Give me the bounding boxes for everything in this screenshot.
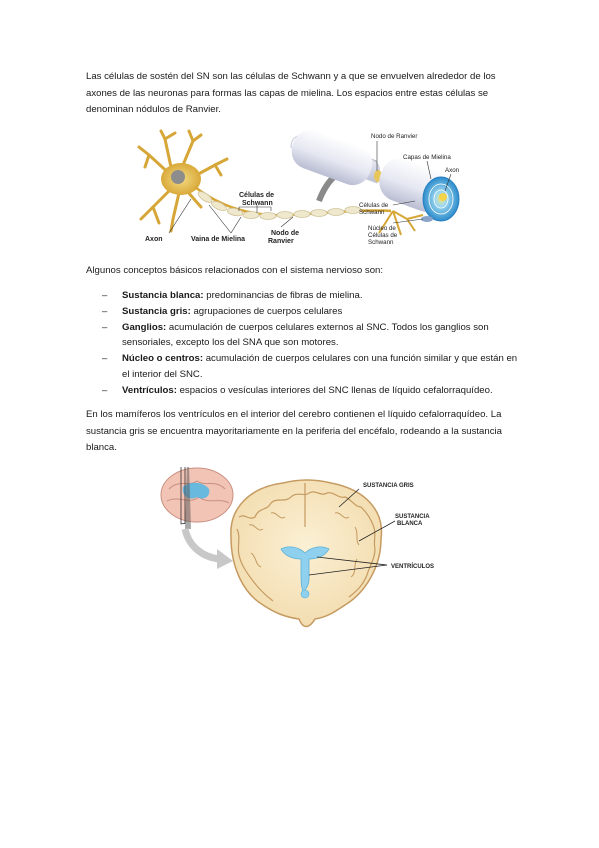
neuron-figure: Nodo de Ranvier Capas de Mielina Axon Cé… bbox=[131, 127, 468, 252]
label-sustancia-blanca-2: BLANCA bbox=[397, 521, 423, 527]
label-nucleo-2: Células de bbox=[368, 232, 398, 239]
nucleus bbox=[171, 170, 185, 184]
concept-definition: predominancias de fibras de mielina. bbox=[203, 290, 363, 301]
list-dash: – bbox=[102, 321, 108, 333]
myelinated-axon bbox=[194, 186, 424, 236]
label-sustancia-gris: SUSTANCIA GRIS bbox=[363, 483, 414, 489]
concept-term: Sustancia blanca: bbox=[122, 290, 204, 301]
concept-definition: acumulación de cuerpos celulares con una… bbox=[122, 353, 518, 380]
label-sustancia-blanca-1: SUSTANCIA bbox=[395, 514, 430, 520]
concept-term: Sustancia gris: bbox=[122, 305, 191, 317]
list-item: – Ganglios: acumulación de cuerpos celula… bbox=[86, 320, 526, 352]
small-brain-icon bbox=[160, 462, 234, 529]
label-nodo-ranvier-top: Nodo de Ranvier bbox=[371, 133, 417, 140]
zoom-arrow bbox=[181, 528, 220, 563]
list-item: – Núcleo o centros: acumulación de cuerpo… bbox=[86, 351, 526, 383]
label-celulas-schwann-1: Células de bbox=[239, 192, 274, 199]
list-dash: – bbox=[102, 384, 108, 396]
list-item: – Sustancia gris: agrupaciones de cuerpos… bbox=[86, 304, 526, 320]
concept-definition: acumulación de cuerpos celulares externo… bbox=[122, 321, 489, 349]
concept-term: Ventrículos: bbox=[122, 384, 177, 396]
label-nucleo-1: Núcleo de bbox=[368, 225, 396, 232]
concepts-list: – Sustancia blanca: predominancias de fib… bbox=[86, 288, 526, 399]
brain-figure: SUSTANCIA GRIS SUSTANCIA BLANCA VENTRÍCU… bbox=[159, 462, 437, 635]
axon-core bbox=[439, 193, 447, 201]
paragraph-intro-concepts: Algunos conceptos básicos relacionados c… bbox=[86, 265, 384, 276]
neuron-diagram: Nodo de Ranvier Capas de Mielina Axon Cé… bbox=[131, 127, 468, 252]
arrow-head bbox=[217, 549, 233, 569]
label-celulas-schwann-right-1: Células de bbox=[359, 202, 389, 209]
label-capas-mielina: Capas de Mielina bbox=[403, 154, 451, 161]
label-nodo-bottom-1: Nodo de bbox=[271, 230, 299, 237]
concept-term: Núcleo o centros: bbox=[122, 353, 204, 365]
label-vaina-mielina: Vaina de Mielina bbox=[191, 236, 245, 243]
list-dash: – bbox=[102, 305, 108, 317]
list-dash: – bbox=[102, 290, 108, 301]
dendrites bbox=[137, 129, 229, 233]
sheath-closeup bbox=[290, 129, 460, 222]
list-item: – Ventrículos: espacios o vesículas inter… bbox=[86, 383, 526, 399]
list-item: – Sustancia blanca: predominancias de fib… bbox=[86, 288, 526, 304]
concept-definition: agrupaciones de cuerpos celulares bbox=[190, 305, 343, 317]
label-ventriculos: VENTRÍCULOS bbox=[391, 562, 434, 570]
paragraph-schwann: Las células de sostén del SN son las cél… bbox=[86, 71, 496, 115]
paragraph-ventricles: En los mamíferos los ventrículos en el i… bbox=[86, 409, 502, 453]
label-celulas-schwann-2: Schwann bbox=[242, 200, 273, 207]
concept-term: Ganglios: bbox=[122, 321, 167, 333]
brain-diagram: SUSTANCIA GRIS SUSTANCIA BLANCA VENTRÍCU… bbox=[160, 462, 434, 628]
label-axon-left: Axon bbox=[145, 236, 163, 243]
brain-coronal-section bbox=[230, 479, 383, 628]
ventricles-shape bbox=[280, 546, 330, 592]
list-dash: – bbox=[102, 353, 108, 365]
label-celulas-schwann-right-2: Schwann bbox=[359, 209, 385, 216]
concept-definition: espacios o vesículas interiores del SNC … bbox=[176, 384, 493, 396]
label-nodo-bottom-2: Ranvier bbox=[268, 238, 294, 245]
label-axon-right: Axon bbox=[445, 167, 460, 174]
schwann-nucleus bbox=[421, 216, 433, 222]
label-nucleo-3: Schwann bbox=[368, 239, 394, 246]
